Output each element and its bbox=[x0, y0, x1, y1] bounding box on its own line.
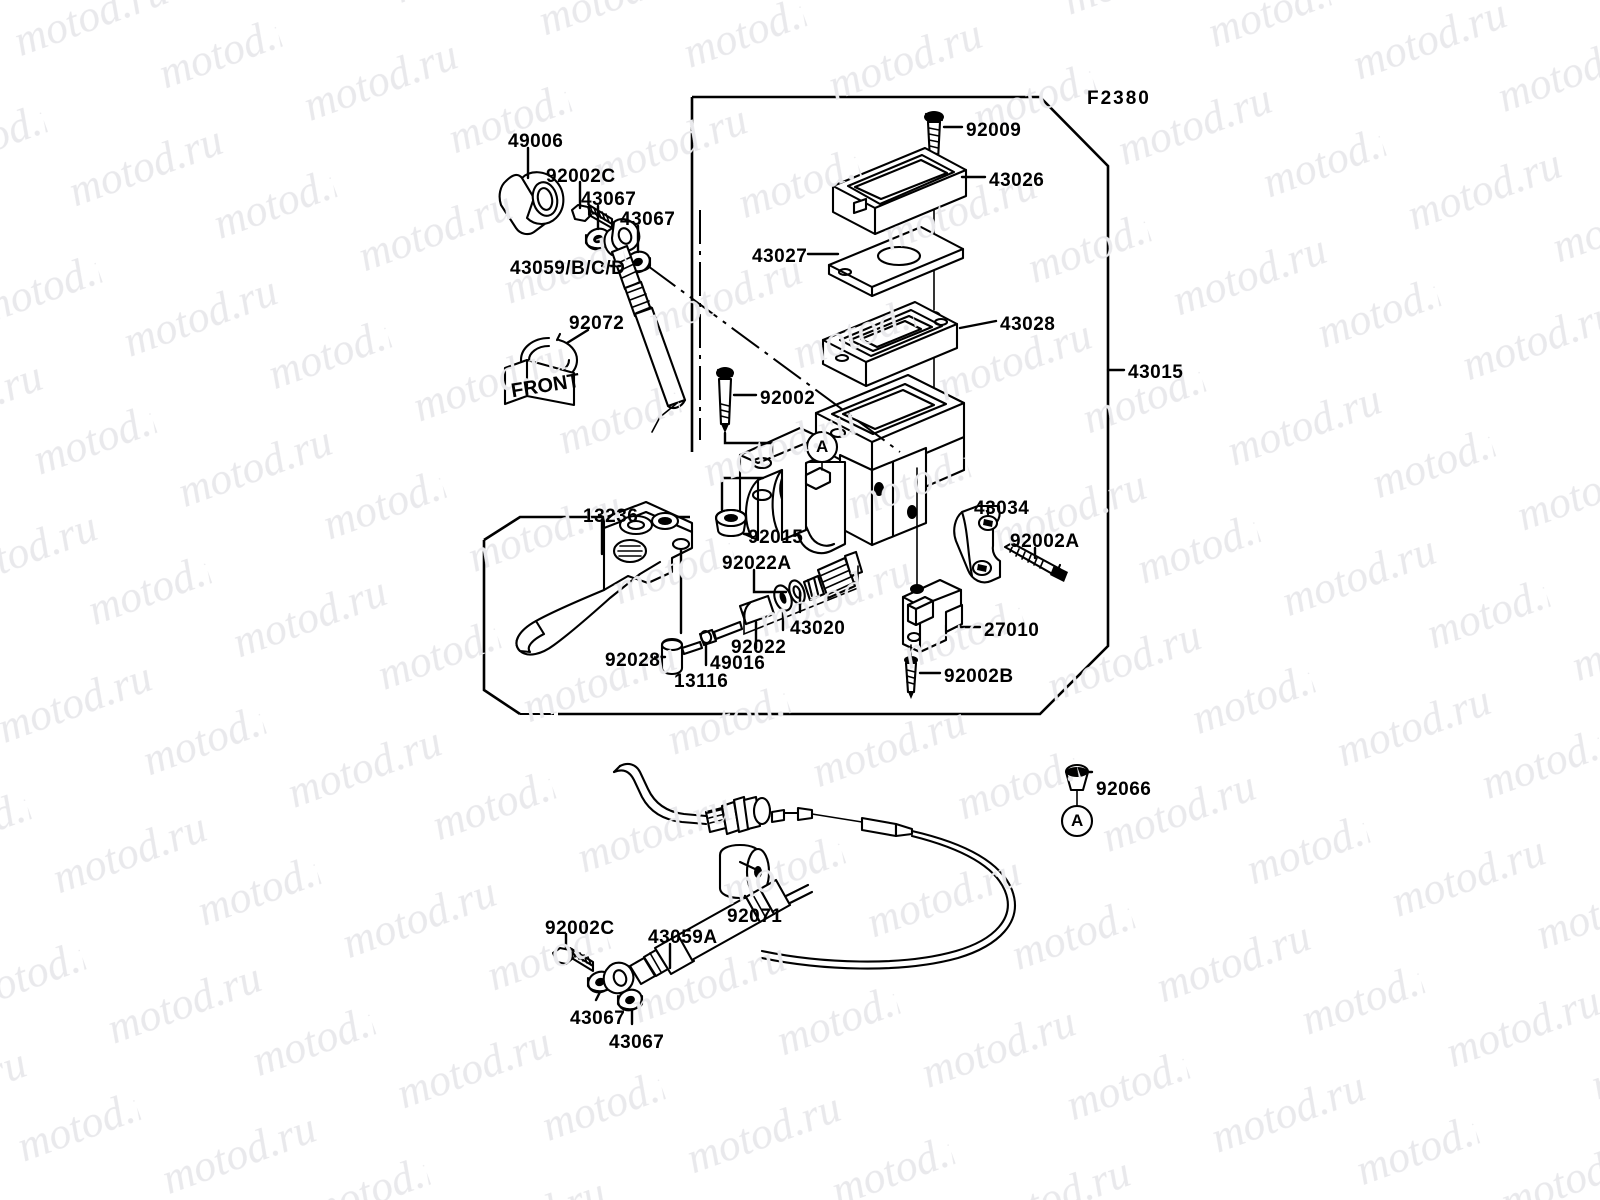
part-label-92009: 92009 bbox=[966, 120, 1022, 141]
part-label-43067-a: 43067 bbox=[581, 189, 637, 210]
part-label-49006: 49006 bbox=[508, 131, 564, 152]
part-label-92002C-top: 92002C bbox=[546, 166, 616, 187]
part-label-92072: 92072 bbox=[569, 313, 625, 334]
part-label-43028: 43028 bbox=[1000, 314, 1056, 335]
part-label-43067-b: 43067 bbox=[620, 209, 676, 230]
diagram-code: F2380 bbox=[1087, 88, 1151, 109]
part-label-27010: 27010 bbox=[984, 620, 1040, 641]
part-label-92002C-bottom: 92002C bbox=[545, 918, 615, 939]
part-92002-bolt-shape bbox=[716, 367, 774, 457]
part-92066-plug-shape bbox=[1064, 763, 1090, 806]
part-label-92028: 92028 bbox=[605, 650, 661, 671]
ref-marker-a-body-label: A bbox=[816, 437, 829, 456]
part-label-13236: 13236 bbox=[583, 506, 639, 527]
ref-marker-a-lower-label: A bbox=[1071, 811, 1084, 830]
part-label-92002: 92002 bbox=[760, 388, 816, 409]
part-label-92002A: 92002A bbox=[1010, 531, 1080, 552]
part-label-92002B: 92002B bbox=[944, 666, 1014, 687]
part-label-43026: 43026 bbox=[989, 170, 1045, 191]
part-label-92022A: 92022A bbox=[722, 553, 792, 574]
part-label-43020: 43020 bbox=[790, 618, 846, 639]
part-label-92022: 92022 bbox=[731, 637, 787, 658]
part-label-92015: 92015 bbox=[748, 527, 804, 548]
part-label-43059BCD: 43059/B/C/D bbox=[510, 258, 626, 279]
part-43028-diaphragm-shape bbox=[821, 300, 959, 388]
part-label-43034: 43034 bbox=[974, 498, 1030, 519]
part-label-43067-c: 43067 bbox=[570, 1008, 626, 1029]
part-43026-cap-shape bbox=[831, 146, 968, 236]
part-92002B-bolt-shape bbox=[904, 644, 918, 699]
part-label-43015: 43015 bbox=[1128, 362, 1184, 383]
part-label-43027: 43027 bbox=[752, 246, 808, 267]
part-label-43067-d: 43067 bbox=[609, 1032, 665, 1053]
part-label-92071: 92071 bbox=[727, 906, 783, 927]
part-label-43059A: 43059A bbox=[648, 927, 718, 948]
part-43027-plate-shape bbox=[827, 225, 965, 298]
part-label-92066: 92066 bbox=[1096, 779, 1152, 800]
